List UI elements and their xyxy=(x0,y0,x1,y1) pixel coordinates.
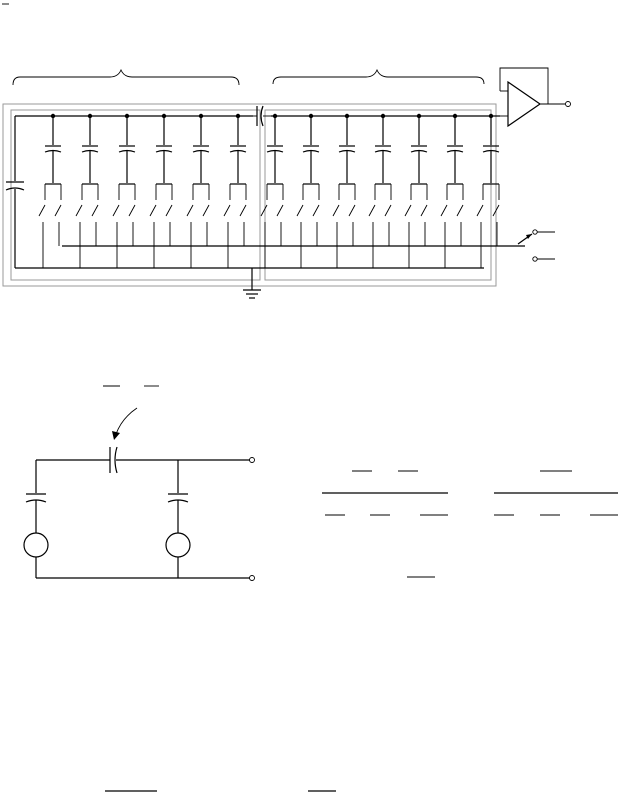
cap-switch-cell xyxy=(261,113,283,268)
coupling-capacitor xyxy=(36,447,255,473)
equivalent-circuit xyxy=(24,408,255,581)
cap-switch-cell xyxy=(39,113,61,268)
cap-switch-cell xyxy=(297,113,319,268)
voltage-source-left xyxy=(24,533,48,557)
brace-lsb-group xyxy=(273,70,484,84)
output-terminal-top xyxy=(250,458,255,463)
cap-switch-cell xyxy=(441,113,463,268)
comparator-amplifier xyxy=(500,68,571,126)
cap-switch-cell xyxy=(333,113,355,268)
cap-switch-cell xyxy=(113,113,135,268)
input-select-switch xyxy=(508,230,555,261)
left-source-branch xyxy=(24,460,48,578)
bridge-capacitor xyxy=(253,106,271,126)
cap-dac-array xyxy=(3,68,571,298)
output-terminal-bottom xyxy=(250,576,255,581)
cap-switch-cell xyxy=(477,113,499,268)
voltage-source-right xyxy=(166,533,190,557)
array-frame-outer xyxy=(3,104,496,286)
array-frame-left xyxy=(11,110,260,280)
pointer-arrow xyxy=(116,408,137,434)
output-terminal xyxy=(566,102,571,107)
cap-switch-cell xyxy=(405,113,427,268)
cap-switch-cell xyxy=(224,113,246,268)
cap-switch-cell xyxy=(150,113,172,268)
cap-switch-cell xyxy=(369,113,391,268)
termination-capacitor xyxy=(6,116,24,268)
brace-msb-group xyxy=(13,70,239,85)
cap-switch-cell xyxy=(76,113,98,268)
right-source-branch xyxy=(166,460,190,578)
array-frame-right xyxy=(265,110,491,280)
cap-switch-cell xyxy=(187,113,209,268)
ground-symbol xyxy=(243,268,261,298)
equation-marks-right xyxy=(322,471,618,577)
cap-switch-cells xyxy=(39,113,499,268)
